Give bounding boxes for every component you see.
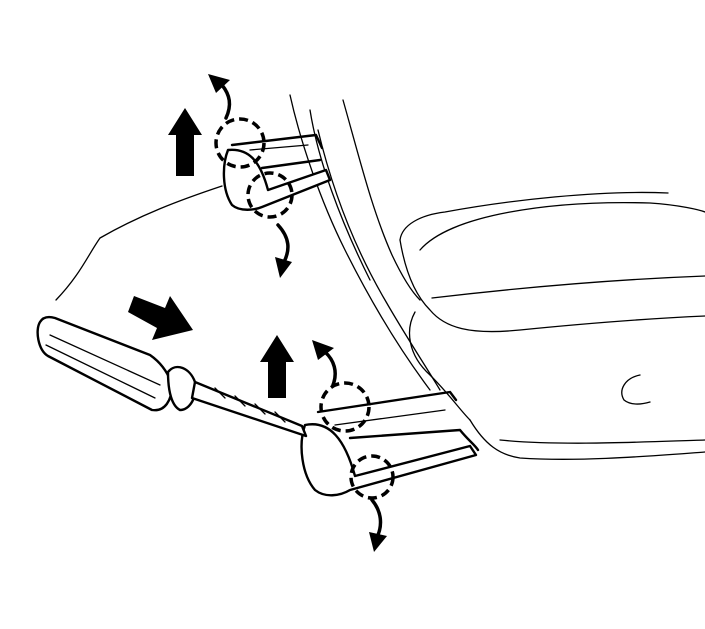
dashed-circle-icon [319, 381, 371, 433]
dashed-circle-icon [349, 454, 395, 500]
curved-up-arrow-icon [208, 74, 232, 120]
lower-trim-cover [300, 390, 480, 497]
right-arrow-icon [128, 296, 193, 340]
dashed-circle-icon [246, 171, 294, 219]
up-arrow-icon [260, 335, 294, 398]
dashed-circle-icon [214, 117, 266, 169]
seat-frame-outline [55, 94, 441, 391]
curved-down-arrow-icon [275, 223, 292, 278]
upper-trim-cover [222, 133, 332, 211]
up-arrow-icon [168, 108, 202, 176]
curved-up-arrow-icon [312, 340, 337, 387]
screwdriver [36, 315, 308, 438]
seat-cushion-outline [399, 191, 705, 460]
screwdriver-shaft [190, 380, 308, 438]
curved-down-arrow-icon [369, 498, 387, 552]
screwdriver-ferrule [166, 365, 197, 412]
